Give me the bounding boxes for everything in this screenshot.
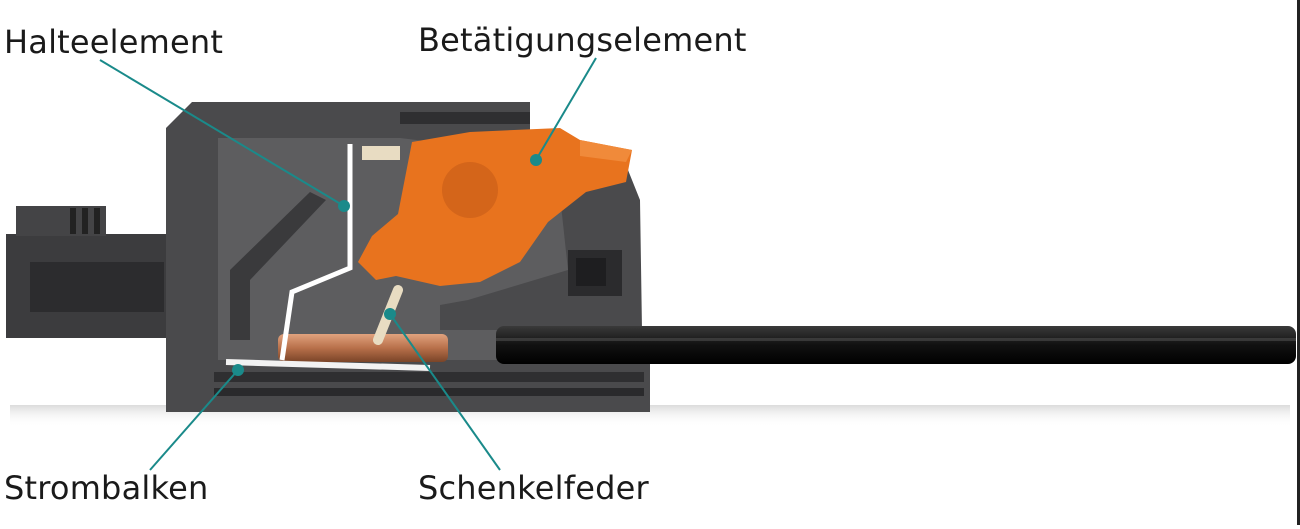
wire bbox=[496, 326, 1296, 364]
right-edge-line bbox=[1297, 0, 1300, 525]
spring-top bbox=[362, 146, 400, 160]
copper-bar bbox=[278, 334, 448, 362]
label-schenkelfeder: Schenkelfeder bbox=[418, 469, 649, 507]
leader-dots bbox=[232, 154, 542, 376]
label-betaetigungselement: Betätigungselement bbox=[418, 21, 747, 59]
leader-lines bbox=[99, 57, 597, 471]
label-strombalken: Strombalken bbox=[4, 469, 209, 507]
current-bar-strip bbox=[225, 359, 431, 371]
plug-left bbox=[6, 206, 168, 338]
actuator bbox=[358, 128, 632, 286]
label-halteelement: Halteelement bbox=[4, 23, 224, 61]
